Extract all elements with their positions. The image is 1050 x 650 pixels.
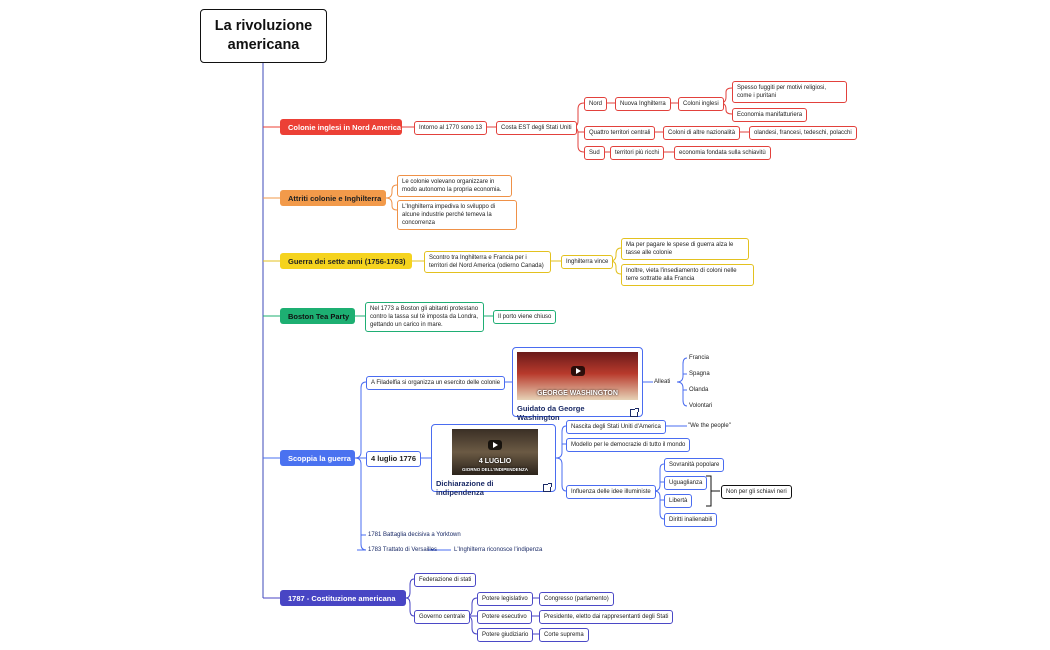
video-thumbnail-dichiarazione[interactable]: 4 LUGLIO GIORNO DELL'INDIPENDENZA: [452, 429, 538, 475]
external-link-icon[interactable]: [543, 483, 552, 492]
thumbnail-caption-1: 4 LUGLIO: [478, 458, 512, 465]
node-porto-chiuso[interactable]: Il porto viene chiuso: [493, 310, 557, 324]
node-tasse[interactable]: Ma per pagare le spese di guerra alza le…: [621, 238, 749, 260]
topic-scoppia-label: Scoppia la guerra: [288, 453, 351, 463]
thumbnail-caption-2: GIORNO DELL'INDIPENDENZA: [461, 467, 529, 472]
node-alleato-francia[interactable]: Francia: [689, 355, 710, 361]
node-olandesi[interactable]: olandesi, francesi, tedeschi, polacchi: [749, 126, 857, 140]
topic-costituzione-label: 1787 - Costituzione americana: [288, 593, 396, 603]
node-boston-desc[interactable]: Nel 1773 a Boston gli abitanti protestan…: [365, 302, 484, 332]
node-economia-manifatturiera[interactable]: Economia manifatturiera: [732, 108, 808, 122]
video-thumbnail-washington[interactable]: GEORGE WASHINGTON: [517, 352, 638, 400]
node-quattro-territori[interactable]: Quattro territori centrali: [584, 126, 656, 140]
node-we-the-people[interactable]: "We the people": [688, 423, 731, 429]
topic-attriti-label: Attriti colonie e Inghilterra: [288, 193, 382, 203]
node-coloni-altre[interactable]: Coloni di altre nazionalità: [663, 126, 741, 140]
node-influenza-illuministe[interactable]: Influenza delle idee illuministe: [566, 485, 656, 499]
node-intorno-1770[interactable]: Intorno al 1770 sono 13: [414, 121, 488, 135]
node-versailles[interactable]: 1783 Trattato di Versailles: [368, 547, 438, 553]
node-corte-suprema[interactable]: Corte suprema: [539, 628, 589, 642]
node-coloni-inglesi[interactable]: Coloni inglesi: [678, 97, 724, 111]
video-card-title[interactable]: Guidato da George Washington: [517, 404, 639, 422]
video-card-dichiarazione[interactable]: 4 LUGLIO GIORNO DELL'INDIPENDENZA Dichia…: [431, 424, 556, 497]
topic-guerra-sette-anni[interactable]: Guerra dei sette anni (1756-1763): [280, 253, 412, 269]
video-card-title-text: Guidato da George Washington: [517, 404, 585, 422]
node-alleati[interactable]: Alleati: [654, 379, 671, 385]
node-sud[interactable]: Sud: [584, 146, 605, 160]
topic-boston-tea-party[interactable]: Boston Tea Party: [280, 308, 355, 324]
node-alleato-olanda[interactable]: Olanda: [689, 387, 709, 393]
central-topic-label: La rivoluzione americana: [214, 18, 313, 53]
central-topic[interactable]: La rivoluzione americana: [200, 9, 327, 63]
node-nord[interactable]: Nord: [584, 97, 608, 111]
node-filadelfia[interactable]: A Filadelfia si organizza un esercito de…: [366, 376, 506, 390]
node-congresso[interactable]: Congresso (parlamento): [539, 592, 614, 606]
node-potere-esecutivo[interactable]: Potere esecutivo: [477, 610, 532, 624]
play-icon[interactable]: [488, 440, 502, 451]
node-nascita-usa[interactable]: Nascita degli Stati Uniti d'America: [566, 420, 666, 434]
node-liberta[interactable]: Libertà: [664, 494, 693, 508]
node-inghilterra-vince[interactable]: Inghilterra vince: [561, 255, 614, 269]
node-nuova-inghilterra[interactable]: Nuova Inghilterra: [615, 97, 671, 111]
play-icon[interactable]: [570, 366, 585, 377]
node-diritti-inalienabili[interactable]: Diritti inalienabili: [664, 513, 718, 527]
topic-guerra-sette-anni-label: Guerra dei sette anni (1756-1763): [288, 256, 406, 266]
node-4-luglio[interactable]: 4 luglio 1776: [366, 451, 422, 467]
node-yorktown[interactable]: 1781 Battaglia decisiva a Yorktown: [368, 532, 461, 538]
topic-colonie[interactable]: Colonie inglesi in Nord America: [280, 119, 402, 135]
node-uguaglianza[interactable]: Uguaglianza: [664, 476, 708, 490]
node-scontro[interactable]: Scontro tra Inghilterra e Francia per i …: [424, 251, 551, 273]
node-alleato-spagna[interactable]: Spagna: [689, 371, 710, 377]
node-attriti-2[interactable]: L'Inghilterra impediva lo sviluppo di al…: [397, 200, 517, 230]
topic-boston-label: Boston Tea Party: [288, 311, 350, 321]
video-card-title-text: Dichiarazione di indipendenza: [436, 479, 494, 497]
node-non-schiavi[interactable]: Non per gli schiavi neri: [721, 485, 792, 499]
node-attriti-1[interactable]: Le colonie volevano organizzare in modo …: [397, 175, 512, 197]
node-riconosce[interactable]: L'Inghilterra riconosce l'indipenza: [454, 547, 543, 553]
node-presidente[interactable]: Presidente, eletto dai rappresentanti de…: [539, 610, 674, 624]
node-federazione[interactable]: Federazione di stati: [414, 573, 477, 587]
video-card-title[interactable]: Dichiarazione di indipendenza: [436, 479, 552, 497]
node-alleato-volontari[interactable]: Volontari: [689, 403, 713, 409]
node-potere-legislativo[interactable]: Potere legislativo: [477, 592, 533, 606]
node-modello-democrazie[interactable]: Modello per le democrazie di tutto il mo…: [566, 438, 691, 452]
topic-scoppia-guerra[interactable]: Scoppia la guerra: [280, 450, 355, 466]
topic-colonie-label: Colonie inglesi in Nord America: [288, 122, 402, 132]
node-territori-ricchi[interactable]: territori più ricchi: [610, 146, 665, 160]
topic-costituzione[interactable]: 1787 - Costituzione americana: [280, 590, 406, 606]
thumbnail-caption: GEORGE WASHINGTON: [537, 390, 618, 397]
node-governo-centrale[interactable]: Governo centrale: [414, 610, 471, 624]
node-sovranita-popolare[interactable]: Sovranità popolare: [664, 458, 725, 472]
topic-attriti[interactable]: Attriti colonie e Inghilterra: [280, 190, 386, 206]
node-potere-giudiziario[interactable]: Potere giudiziario: [477, 628, 534, 642]
node-economia-schiavitu[interactable]: economia fondata sulla schiavitù: [674, 146, 771, 160]
video-card-washington[interactable]: GEORGE WASHINGTON Guidato da George Wash…: [512, 347, 643, 422]
node-costa-est[interactable]: Costa EST degli Stati Uniti: [496, 121, 577, 135]
external-link-icon[interactable]: [630, 408, 639, 417]
node-spesso-fuggiti[interactable]: Spesso fuggiti per motivi religiosi, com…: [732, 81, 847, 103]
node-vieta[interactable]: Inoltre, vieta l'insediamento di coloni …: [621, 264, 754, 286]
